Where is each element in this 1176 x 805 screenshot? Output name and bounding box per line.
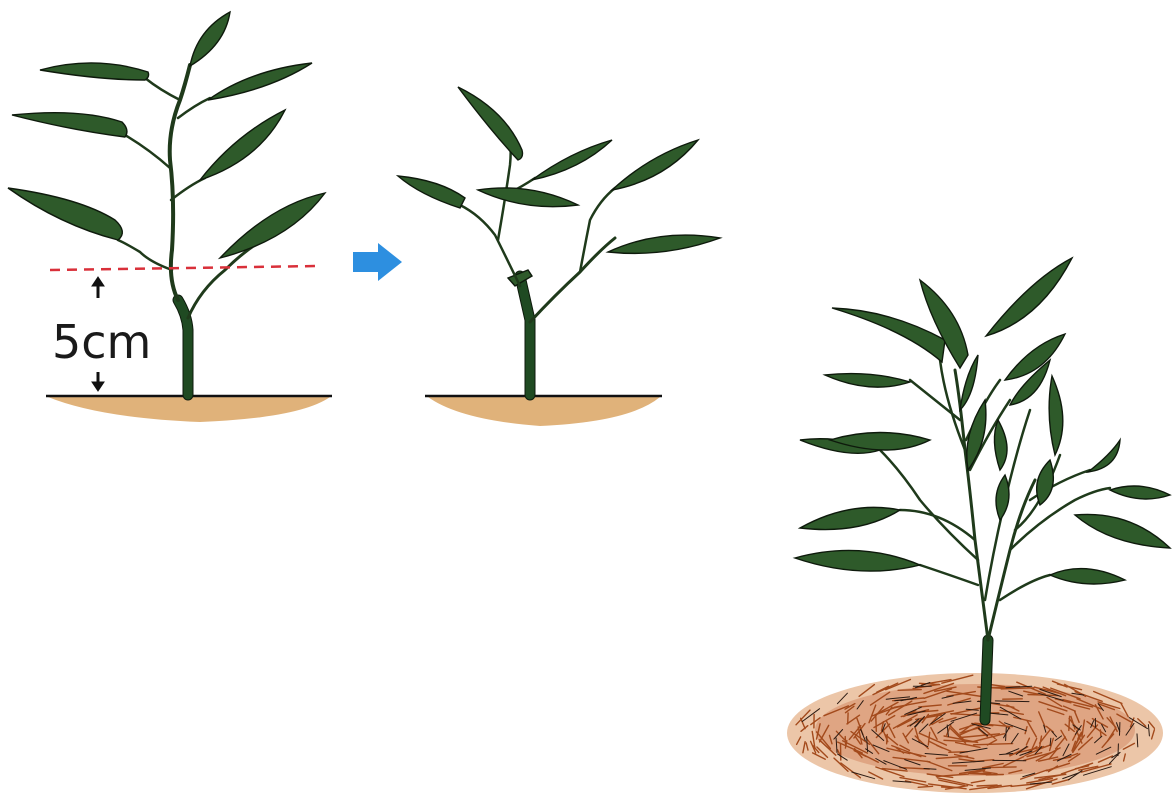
branches-3 [880,360,1110,640]
leaf [1049,376,1063,455]
leaf [1050,569,1125,584]
leaf [8,188,122,240]
leaves-1 [8,12,325,258]
plant-after-pruning [398,87,720,426]
next-step-arrow-icon [353,243,402,281]
leaf [458,87,523,160]
arrow-down-icon [92,382,104,391]
leaf [795,550,920,571]
leaves-3 [795,258,1170,584]
measurement-label: 5cm [52,315,151,369]
leaf [398,176,465,208]
leaf [40,63,149,80]
leaf [825,374,910,388]
measurement-indicator: 5cm [52,277,151,391]
cut-line [50,266,318,270]
leaf [800,507,900,529]
leaf [1037,460,1054,505]
leaf [1075,514,1170,548]
leaf [1088,440,1120,472]
mulch-bed [787,673,1163,793]
leaf [190,12,230,66]
leaves-2 [398,87,720,253]
leaf [532,140,612,180]
plant-before-pruning: 5cm [8,12,332,422]
branches-2 [460,130,615,322]
leaf [986,258,1072,336]
leaf [994,420,1007,470]
soil-mound-1 [48,397,330,422]
soil-mound-2 [428,397,660,426]
leaf [832,308,945,362]
leaf [478,188,578,207]
branches-1 [118,65,255,318]
leaf [608,235,720,253]
leaf [208,63,312,100]
leaf [12,113,127,137]
leaf [1110,486,1170,499]
leaf [612,140,698,190]
arrow-up-icon [92,277,104,286]
leaf [996,475,1009,520]
plant-regrown-with-mulch [787,258,1170,793]
leaf [920,280,968,368]
leaf [200,110,285,180]
leaf [220,193,325,258]
